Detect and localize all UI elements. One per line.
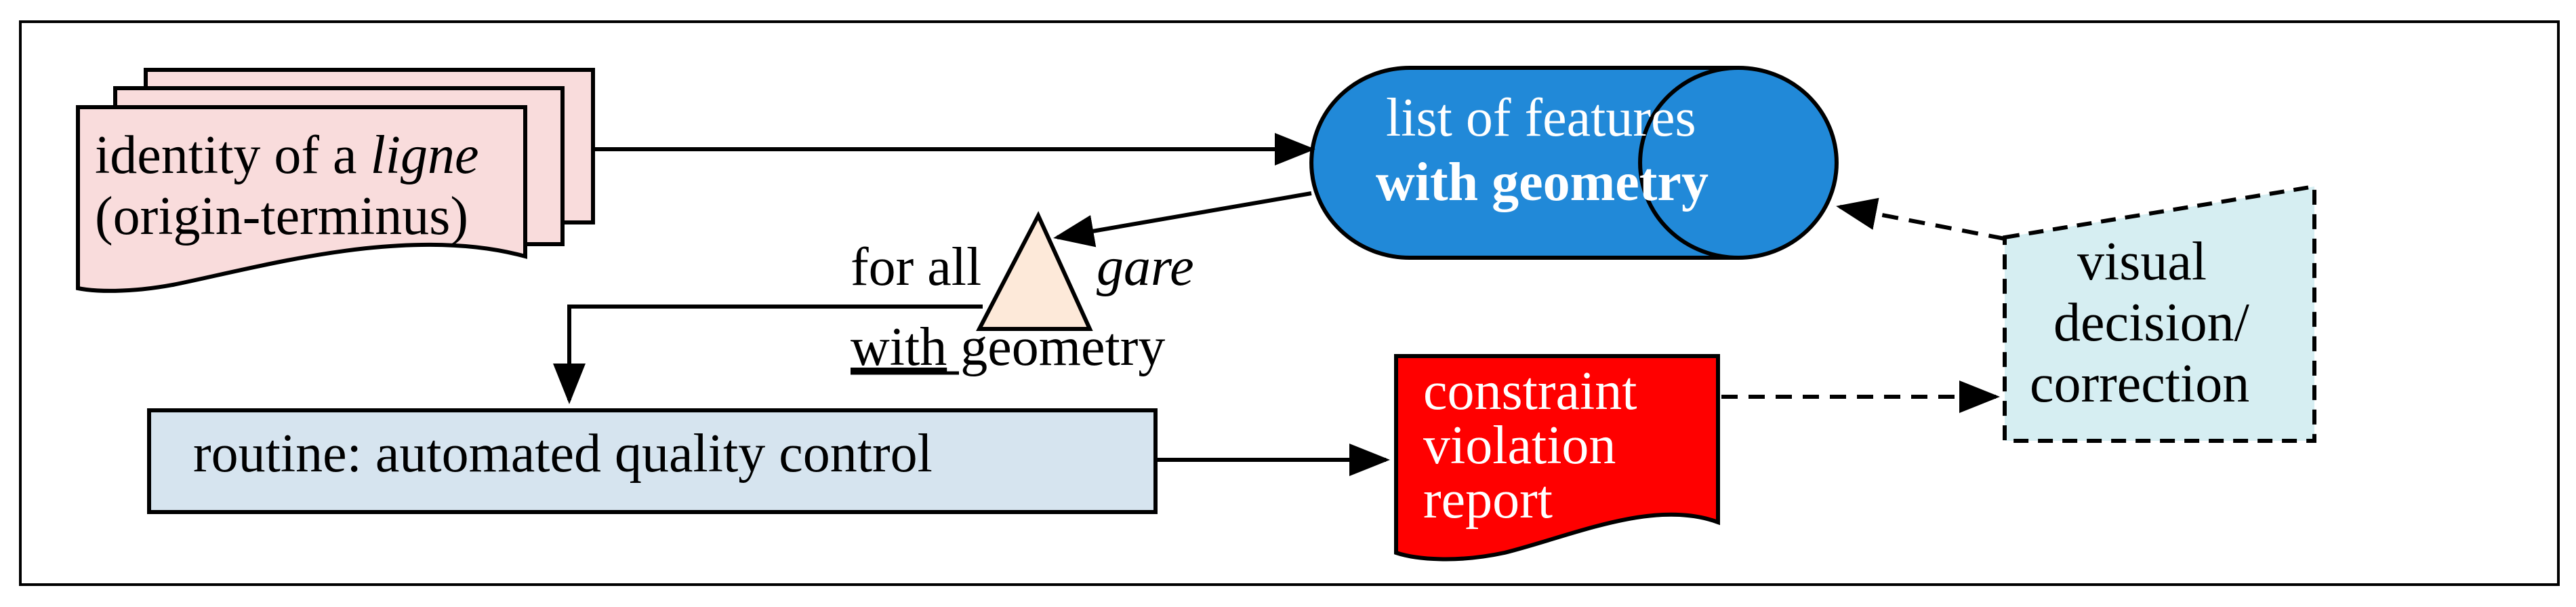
violation-report: constraint violation report: [1394, 354, 1720, 562]
manual-line3: correction: [2030, 354, 2249, 414]
input-document-stack: identity of a ligne (origin-terminus): [76, 68, 595, 293]
input-doc-line2: (origin-terminus): [95, 187, 468, 246]
database-line2: with geometry: [1376, 153, 1709, 212]
merge-left-label: for all: [851, 237, 981, 297]
arrow-merge-to-process: [553, 305, 983, 404]
merge-right-label: gare: [1097, 237, 1194, 297]
report-line3: report: [1423, 470, 1553, 530]
feature-database: list of features with geometry: [1309, 66, 1839, 260]
process-label: routine: automated quality control: [193, 424, 933, 484]
arrow-database-to-merge: [1053, 191, 1312, 248]
arrow-manual-to-database: [1836, 197, 2005, 241]
input-doc-line1: identity of a ligne: [95, 125, 479, 185]
manual-correction: visual decision/ correction: [2003, 184, 2316, 443]
manual-line2: decision/: [2053, 293, 2250, 353]
report-line1: constraint: [1423, 361, 1637, 421]
diagram-frame: [19, 20, 2560, 586]
manual-line1: visual: [2077, 232, 2207, 292]
merge-bottom-label: with geometry: [851, 317, 1165, 377]
report-line2: violation: [1423, 416, 1616, 475]
merge-triangle: for all gare with geometry: [851, 211, 1194, 377]
database-line1: list of features: [1386, 88, 1696, 148]
quality-control-process: routine: automated quality control: [147, 408, 1158, 514]
